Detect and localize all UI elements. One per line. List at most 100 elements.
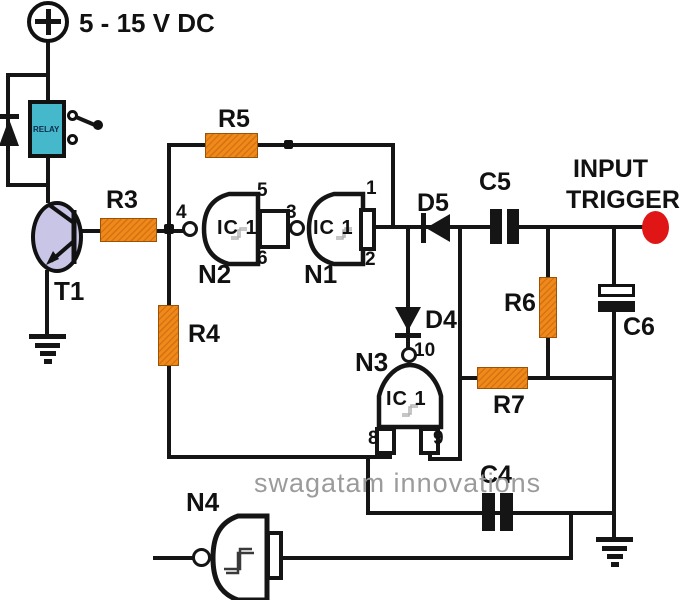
relay-label: RELAY (33, 124, 60, 134)
pin-label-n3-right: 9 (433, 428, 444, 449)
pin-label-n1-out: 3 (286, 202, 297, 223)
wire (569, 511, 573, 560)
flyback-diode-cathode-bar (0, 114, 19, 119)
capacitor-c4-plate (482, 493, 495, 531)
pin-label-n1-bottom: 2 (365, 249, 376, 270)
wire (612, 310, 616, 513)
ground-icon (611, 562, 619, 567)
wire (428, 450, 432, 461)
capacitor-c6-plate (598, 284, 635, 297)
transistor-t1-symbol (46, 202, 77, 265)
wire (458, 225, 462, 461)
resistor-r3 (100, 218, 157, 242)
wire (391, 143, 395, 229)
trigger-terminal (642, 211, 669, 244)
diode-d4-icon (395, 307, 421, 331)
ground-icon (35, 343, 60, 348)
resistor-r6 (539, 277, 557, 338)
wire (75, 229, 102, 233)
capacitor-c6-plate (598, 301, 635, 312)
wire (6, 183, 50, 187)
wire (612, 511, 616, 540)
nand-gate-n1 (306, 191, 366, 267)
d5-cathode-bar (421, 213, 426, 243)
r4-label: R4 (188, 320, 220, 348)
input-trigger-label: TRIGGER (566, 186, 680, 214)
r7-label: R7 (493, 391, 525, 419)
switch-throw-contact (67, 134, 78, 145)
resistor-r5 (205, 133, 258, 158)
gate-n4-input-connector (266, 531, 283, 580)
pin-label-n2-out: 4 (176, 202, 187, 223)
wire (406, 227, 410, 351)
pin-label-n3-out: 10 (414, 340, 436, 361)
gate-n3-output-bubble (401, 347, 417, 363)
wire (8, 73, 50, 77)
resistor-r7 (477, 367, 528, 389)
c6-label: C6 (623, 313, 655, 341)
capacitor-c5-plate (490, 209, 502, 244)
junction-dot (284, 140, 293, 149)
ground-icon (607, 554, 623, 559)
power-plus-icon (46, 9, 51, 35)
gate-n1-input-connector (359, 208, 376, 251)
ic-label-n1: IC 1 (313, 217, 354, 239)
pin-label-n2-top: 5 (257, 180, 268, 201)
flyback-diode-icon (0, 119, 19, 146)
input-trigger-label: INPUT (573, 155, 648, 183)
switch-lever-tip (93, 120, 103, 130)
nand-gate-n4 (210, 513, 270, 600)
wire (153, 556, 194, 560)
watermark: swagatam innovations (254, 468, 542, 498)
gate-n4-name: N4 (186, 487, 220, 517)
ground-icon (40, 351, 56, 356)
wire (167, 143, 171, 231)
t1-label: T1 (54, 276, 85, 306)
ground-icon (44, 359, 52, 364)
wire (45, 270, 49, 336)
pin-label-n2-bottom: 6 (257, 248, 268, 269)
ground-icon (602, 546, 627, 551)
wire (612, 227, 616, 287)
c4-label: C4 (480, 461, 512, 489)
wire (167, 455, 392, 459)
power-label: 5 - 15 V DC (79, 8, 215, 38)
gate-n4-output-bubble (192, 548, 211, 567)
ic-label-n2: IC 1 (217, 217, 258, 239)
pin-label-n3-left: 8 (368, 428, 379, 449)
nand-gate-n2 (201, 191, 261, 267)
d4-label: D4 (425, 306, 457, 334)
junction-dot (164, 224, 174, 234)
gate-n3-input-leg (375, 427, 396, 455)
pin-label-n1-top: 1 (366, 178, 377, 199)
gate-n2-name: N2 (198, 259, 232, 289)
d4-cathode-bar (395, 333, 421, 338)
nand-gate-n3 (376, 362, 444, 430)
d5-label: D5 (417, 189, 449, 217)
wire (546, 336, 550, 380)
gate-n1-output-bubble (289, 220, 305, 236)
resistor-r4 (158, 305, 179, 366)
wire (366, 455, 370, 515)
gate-n3-name: N3 (355, 347, 389, 377)
relay-box: RELAY (28, 100, 66, 158)
ground-icon (596, 537, 633, 542)
gate-n2-input-connector (258, 209, 290, 249)
capacitor-c5-plate (507, 209, 519, 244)
gate-n1-name: N1 (304, 259, 338, 289)
wire (430, 457, 462, 461)
wire (167, 143, 395, 147)
r5-label: R5 (218, 105, 250, 133)
wire (460, 376, 614, 380)
wire (518, 225, 650, 229)
gate-n2-output-bubble (182, 221, 198, 237)
c5-label: C5 (479, 168, 511, 196)
wire (281, 556, 573, 560)
ground-icon (29, 334, 66, 339)
gate-n3-input-leg (419, 427, 440, 455)
capacitor-c4-plate (500, 493, 513, 531)
ic-label-n3: IC 1 (386, 388, 427, 410)
wire (546, 227, 550, 279)
r6-label: R6 (504, 289, 536, 317)
